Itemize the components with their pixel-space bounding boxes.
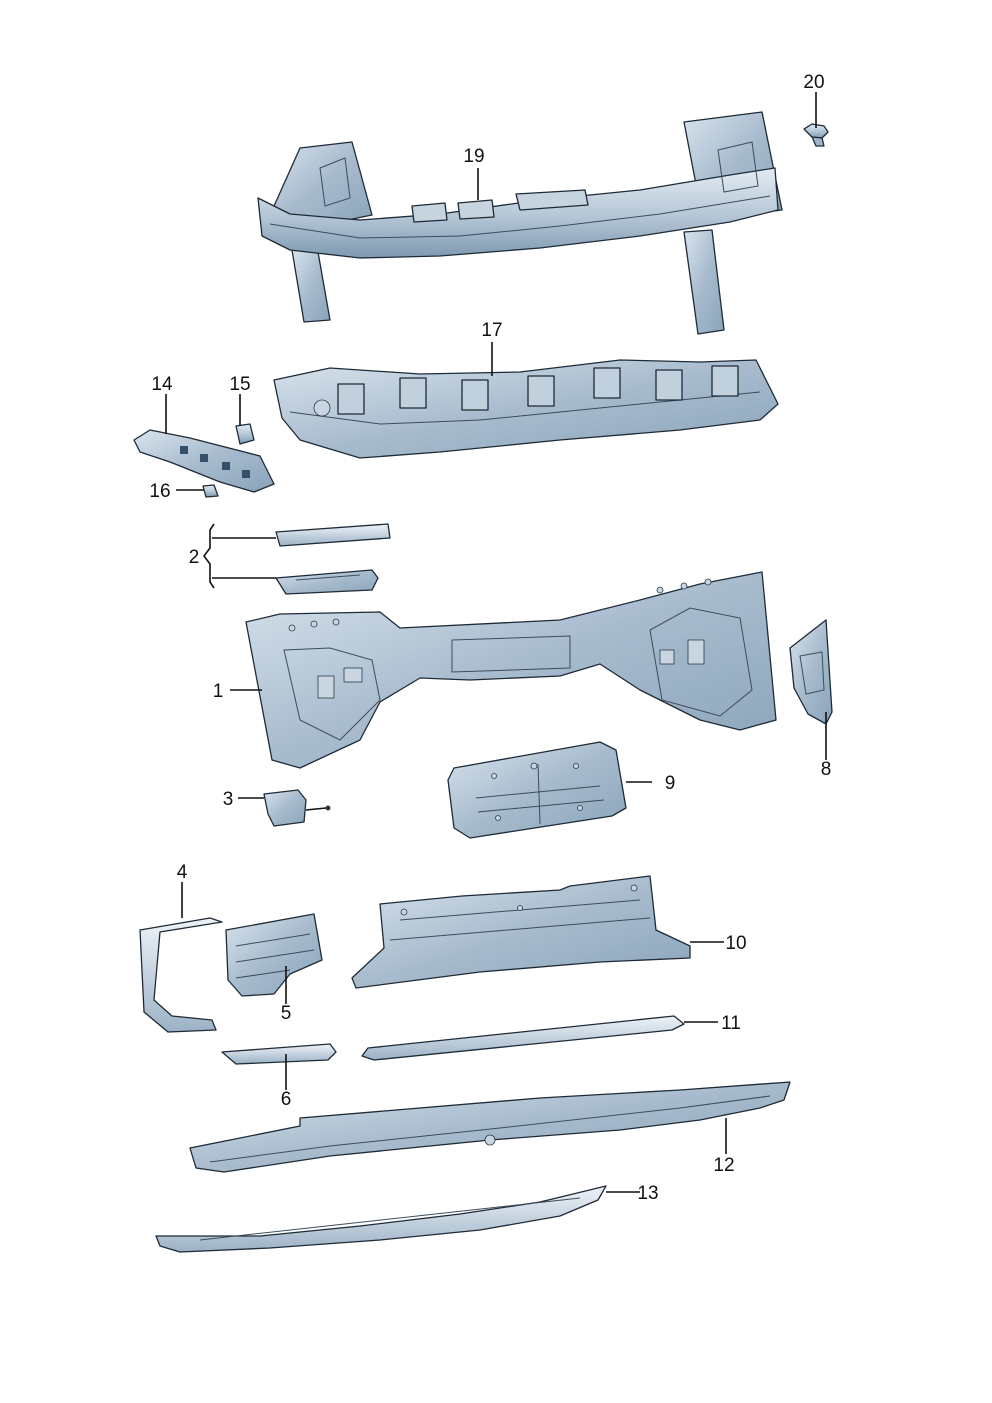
part-5-grille-insert [225, 913, 323, 997]
callout-11: 11 [721, 1013, 741, 1034]
part-20-screw [803, 123, 829, 147]
callout-3: 3 [223, 789, 234, 810]
callout-20: 20 [803, 72, 824, 93]
callout-8: 8 [821, 759, 832, 780]
part-2-trim-strips [275, 523, 391, 595]
part-4-trim-frame [139, 917, 223, 1033]
part-8-side-bracket [789, 619, 833, 725]
leader-lines [165, 92, 827, 1193]
callout-16: 16 [149, 481, 170, 502]
callout-14: 14 [151, 374, 173, 395]
part-15-clip [235, 423, 255, 445]
callout-5: 5 [281, 1003, 292, 1024]
callout-13: 13 [637, 1183, 658, 1204]
callout-9: 9 [665, 773, 676, 794]
callout-17: 17 [481, 320, 502, 341]
callout-4: 4 [177, 862, 188, 883]
part-1-bumper-cover [245, 571, 777, 769]
part-3-cover-cap [263, 789, 331, 827]
part-13-spoiler-lip [155, 1185, 607, 1253]
callout-labels: 20 19 17 14 15 16 2 1 3 9 8 4 10 5 11 6 … [149, 72, 831, 1204]
callout-15: 15 [229, 374, 250, 395]
part-11-long-strip [361, 1015, 685, 1061]
callout-10: 10 [725, 933, 746, 954]
part-9-plate-panel [447, 741, 627, 839]
part-17-absorber [273, 359, 779, 459]
part-14-bracket [133, 429, 275, 493]
part-16-clip [202, 484, 219, 498]
part-12-lower-valance [189, 1081, 791, 1173]
callout-6: 6 [281, 1089, 292, 1110]
callout-19: 19 [463, 146, 484, 167]
callout-12: 12 [713, 1155, 734, 1176]
part-10-lower-panel [351, 875, 691, 989]
callout-2: 2 [189, 547, 200, 568]
part-19-crossmember [257, 111, 783, 335]
callout-1: 1 [213, 681, 224, 702]
part-6-reflector-strip [221, 1043, 337, 1065]
